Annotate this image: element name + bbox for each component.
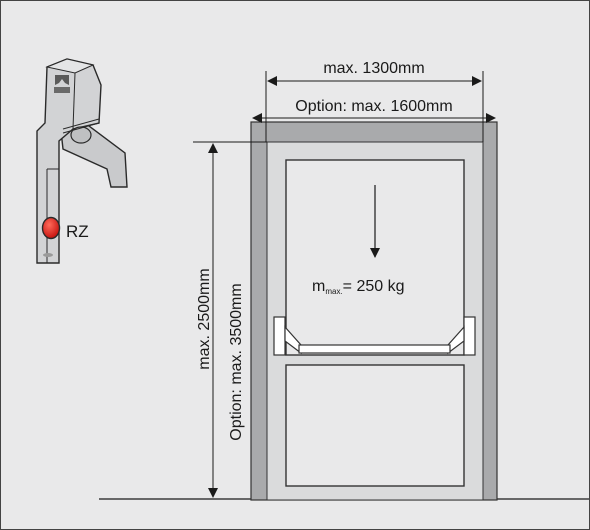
handle-edge	[72, 72, 76, 130]
handle-top-face	[45, 58, 95, 74]
panic-handle-detail: RZ	[36, 58, 128, 264]
handle-pivot	[70, 126, 92, 144]
height-dimension: max. 2500mm Option: max. 3500mm	[193, 141, 267, 498]
width-max-label: max. 1300mm	[323, 60, 424, 77]
load-value: = 250 kg	[343, 278, 405, 295]
width-option-label: Option: max. 1600mm	[295, 98, 452, 115]
rz-label: RZ	[66, 222, 89, 241]
brand-crown-logo	[54, 75, 70, 93]
height-max-label: max. 2500mm	[196, 268, 213, 369]
door-panel-lower	[285, 364, 465, 487]
red-indicator-button	[41, 216, 61, 240]
push-bar-handle-icon	[36, 58, 128, 264]
load-subscript: max.	[325, 287, 342, 296]
panic-bar	[273, 316, 476, 356]
load-symbol: m	[312, 278, 325, 295]
height-option-label: Option: max. 3500mm	[228, 283, 245, 440]
door-drawing	[250, 121, 498, 501]
load-label: mmax.= 250 kg	[312, 278, 405, 296]
width-dimension: max. 1300mm Option: max. 1600mm	[252, 60, 496, 142]
